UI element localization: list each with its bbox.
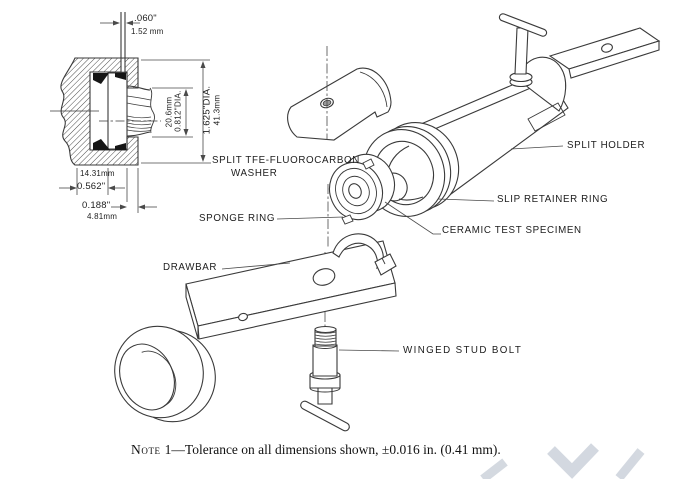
split-holder-tang (548, 27, 661, 79)
watermark (480, 443, 645, 479)
dim-depth-mm: 14.31mm (80, 169, 115, 178)
dim-specimen-dia-mm: 20.6mm (164, 96, 174, 128)
dim-specimen-dia-inches: 0.812"DIA. (173, 90, 183, 132)
dim-holder-dia-mm: 41.3mm (212, 94, 222, 126)
dim-depth-inches: 0.562" (77, 181, 106, 192)
label-ceramic-test-specimen: CERAMIC TEST SPECIMEN (442, 224, 582, 236)
label-winged-stud-bolt: WINGED STUD BOLT (403, 344, 523, 356)
stud-bolt-installed (498, 13, 548, 88)
winged-stud-bolt-drawing (300, 325, 350, 432)
retainer-ring-loose (114, 325, 216, 423)
dim-slot-inches: .060" (134, 13, 157, 24)
label-split-holder: SPLIT HOLDER (567, 139, 646, 151)
dim-holder-dia-inches: 1.625"DIA. (201, 85, 213, 135)
cross-section-detail (50, 12, 161, 166)
note-word: Note (131, 442, 161, 457)
label-drawbar: DRAWBAR (163, 261, 218, 273)
label-sponge-ring: SPONGE RING (199, 212, 276, 224)
label-split-washer-line1: SPLIT TFE-FLUOROCARBON (212, 154, 360, 166)
leader-lines (221, 145, 564, 352)
dim-lip-inches: 0.188" (82, 200, 111, 211)
dim-slot-mm: 1.52 mm (131, 27, 164, 36)
holder-section-body (60, 57, 139, 166)
split-holder-shell (287, 67, 392, 141)
dimension-lines (59, 20, 211, 213)
dim-lip-mm: 4.81mm (87, 212, 118, 221)
label-slip-retainer-ring: SLIP RETAINER RING (497, 193, 609, 205)
drawbar-drawing (185, 233, 397, 340)
sponge-ring-cup (328, 153, 396, 225)
label-split-washer-line2: WASHER (231, 167, 278, 179)
tfe-washer-sections (93, 73, 126, 150)
note-text: 1—Tolerance on all dimensions shown, ±0.… (164, 442, 501, 457)
